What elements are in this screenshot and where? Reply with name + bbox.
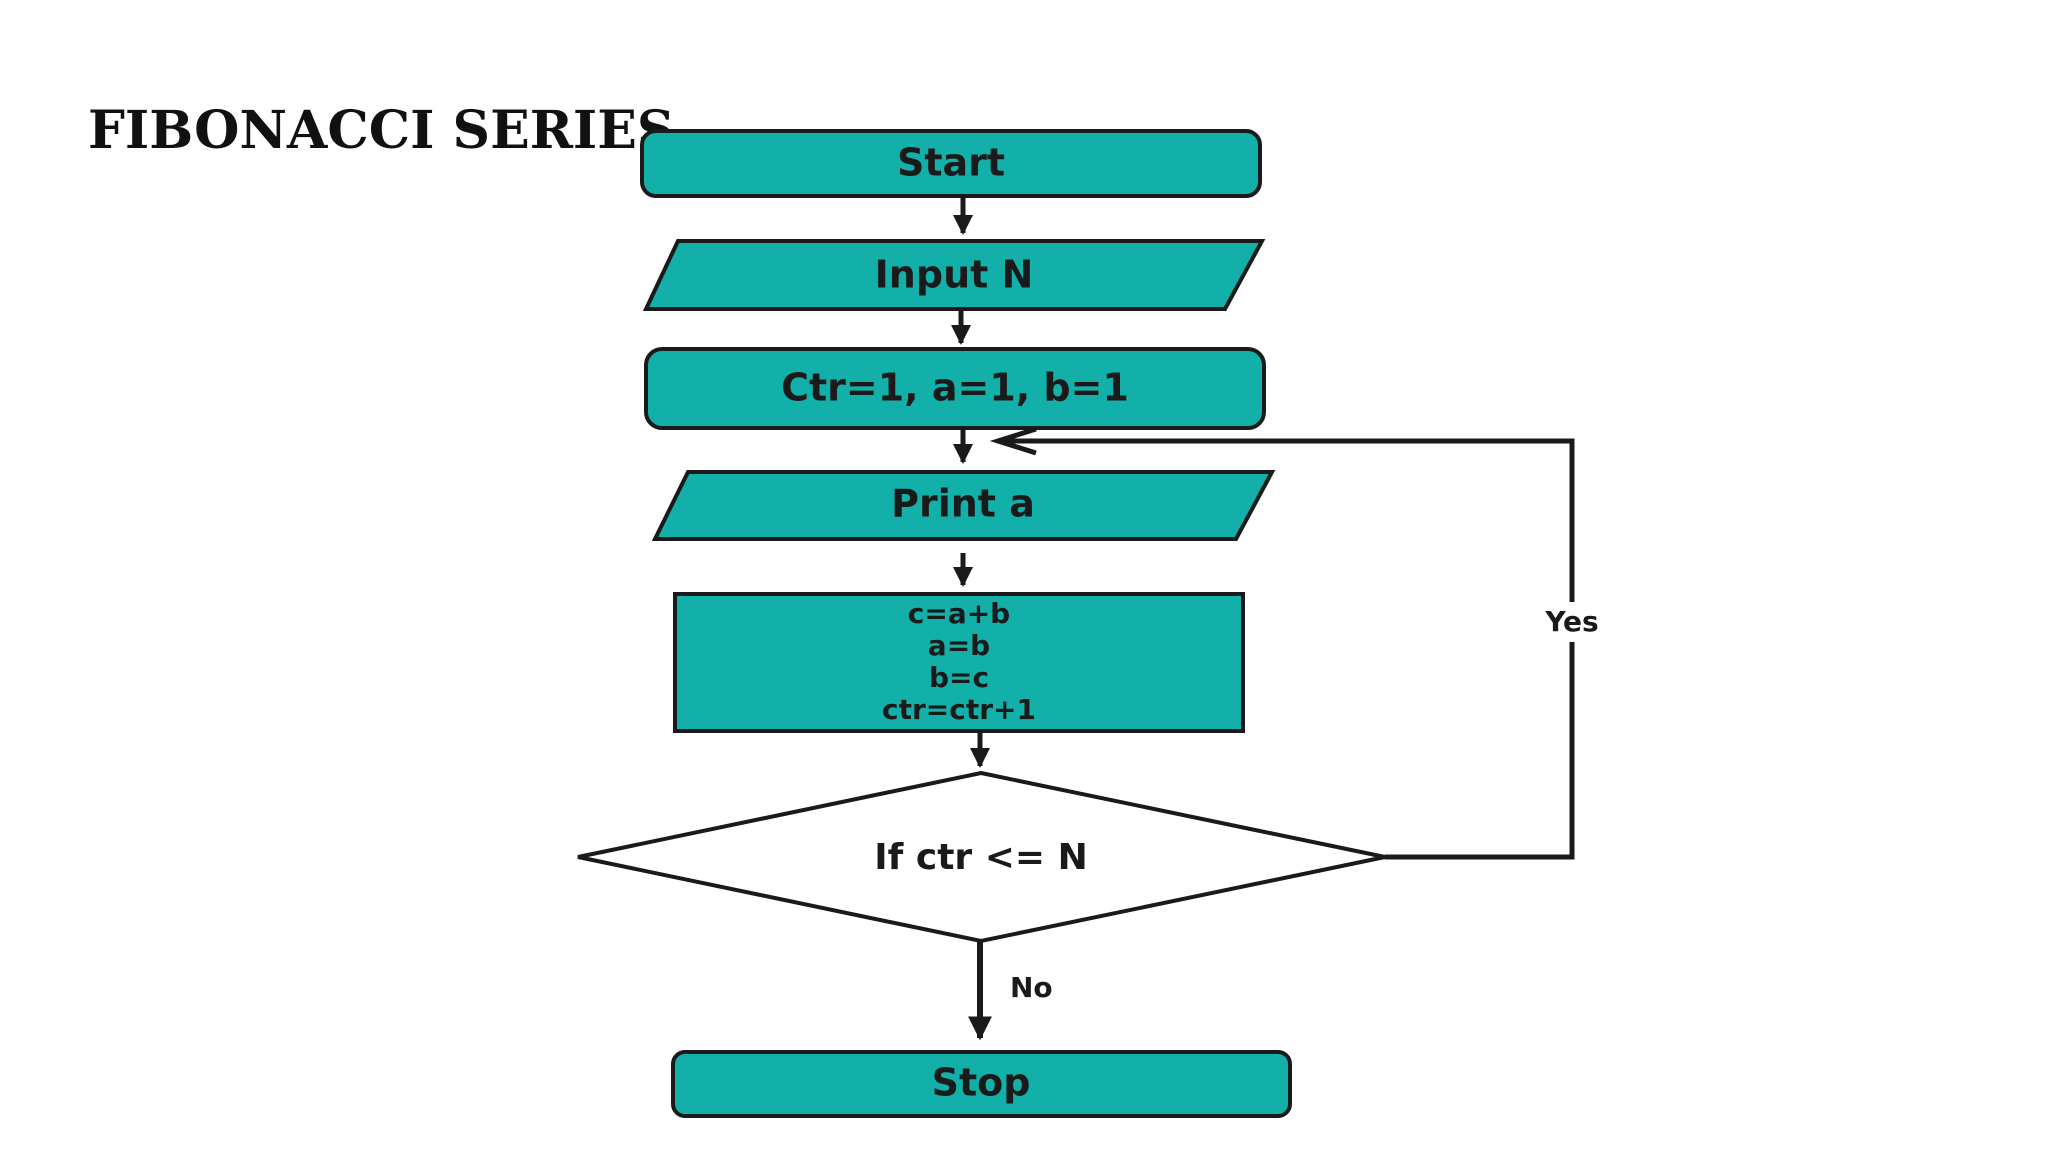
input-shape — [642, 239, 1266, 311]
process-shape — [673, 592, 1245, 733]
start-shape — [640, 129, 1262, 198]
init-shape — [644, 347, 1266, 430]
start-label: Start — [897, 141, 1005, 185]
decision-node: If ctr <= N — [577, 770, 1386, 944]
input-label: Input N — [875, 253, 1034, 297]
no-label: No — [1010, 971, 1053, 1004]
stop-node: Stop — [671, 1050, 1292, 1118]
print-node: Print a — [651, 470, 1276, 541]
stop-label: Stop — [932, 1061, 1031, 1105]
init-node: Ctr=1, a=1, b=1 — [644, 347, 1266, 430]
process-line-3: b=c — [929, 661, 989, 694]
yes-label-bg — [1530, 602, 1614, 642]
input-node: Input N — [642, 239, 1266, 311]
process-line-2: a=b — [928, 629, 990, 662]
process-line-1: c=a+b — [908, 597, 1010, 630]
process-line-4: ctr=ctr+1 — [882, 693, 1036, 726]
init-label: Ctr=1, a=1, b=1 — [781, 366, 1129, 410]
slide-title: FIBONACCI SERIES — [88, 100, 675, 161]
yes-label: Yes — [1544, 605, 1598, 638]
stop-shape — [671, 1050, 1292, 1118]
yes-loop-connector — [997, 438, 1575, 860]
decision-label: If ctr <= N — [874, 837, 1087, 878]
start-node: Start — [640, 129, 1262, 198]
process-node: c=a+b a=b b=c ctr=ctr+1 — [673, 592, 1245, 733]
print-label: Print a — [891, 482, 1035, 526]
yes-loop-arrowhead — [989, 426, 1037, 456]
print-shape — [651, 470, 1276, 541]
decision-shape — [577, 770, 1386, 944]
